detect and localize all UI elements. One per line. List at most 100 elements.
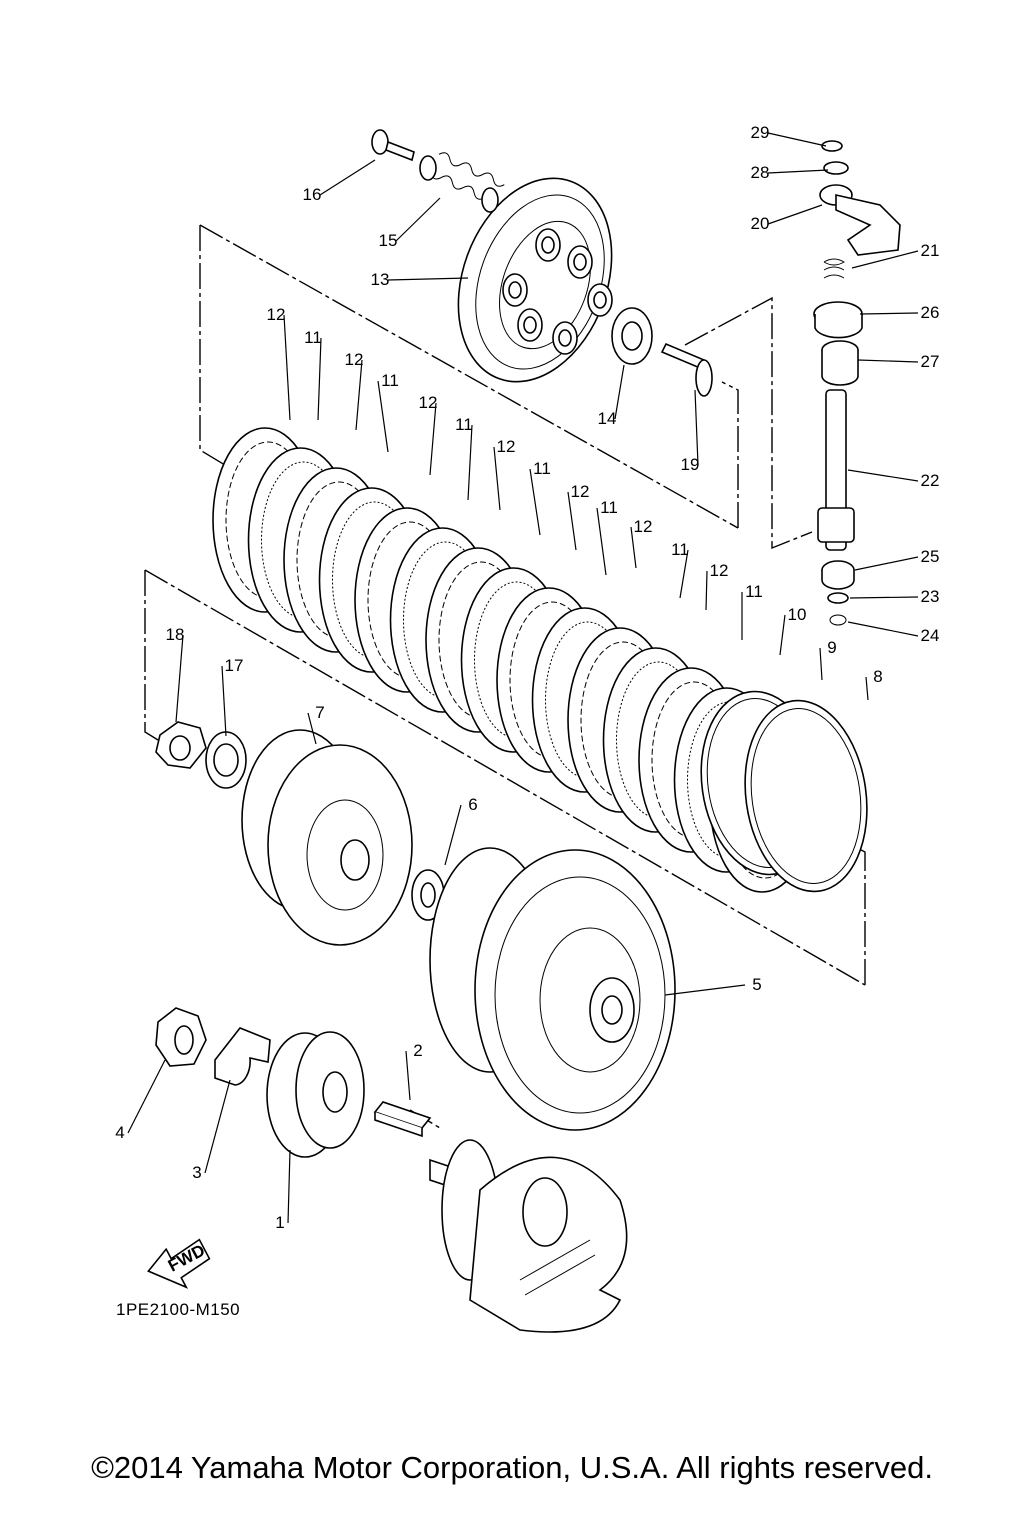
callout-leader-3: [204, 1079, 231, 1174]
callout-number-1: 1: [275, 1213, 284, 1232]
callout-leader-18: [175, 634, 184, 723]
callout-leader-6: [444, 804, 462, 866]
callout-number-9: 9: [827, 638, 836, 657]
callout-number-11: 11: [304, 328, 322, 347]
callout-leader-9: [819, 647, 823, 681]
callout-number-18: 18: [166, 625, 185, 644]
callout-leader-21: [851, 250, 919, 269]
callout-number-11: 11: [745, 582, 763, 601]
callout-number-20: 20: [751, 214, 770, 233]
clutch-boss: [241, 729, 413, 946]
spring-boss-hole: [541, 236, 555, 254]
primary-lock-washer: [214, 1027, 271, 1086]
callout-number-12: 12: [419, 393, 438, 412]
fwd-arrow-icon: FWD: [147, 1238, 211, 1289]
callout-number-16: 16: [303, 185, 322, 204]
callout-number-22: 22: [921, 471, 940, 490]
callout-number-12: 12: [345, 350, 364, 369]
callout-leader-28: [767, 169, 829, 174]
callout-leader-11: [377, 380, 389, 453]
callout-number-14: 14: [598, 409, 617, 428]
callout-number-11: 11: [533, 459, 551, 478]
callout-leader-26: [859, 312, 919, 315]
callout-number-19: 19: [681, 455, 700, 474]
callout-number-11: 11: [381, 371, 399, 390]
callout-number-21: 21: [921, 241, 940, 260]
callout-number-26: 26: [921, 303, 940, 322]
callout-number-11: 11: [455, 415, 473, 434]
callout-leader-17: [221, 665, 227, 737]
callout-leader-8: [865, 676, 869, 701]
callout-number-12: 12: [634, 517, 653, 536]
callout-leader-12: [283, 314, 291, 421]
callout-number-28: 28: [751, 163, 770, 182]
callout-number-27: 27: [921, 352, 940, 371]
callout-leader-24: [847, 621, 919, 637]
callout-leader-14: [614, 364, 625, 420]
callout-leader-1: [287, 1149, 291, 1224]
cushion-rings: [700, 690, 868, 893]
callout-number-6: 6: [468, 795, 477, 814]
pressure-plate: [457, 177, 613, 383]
callout-leader-12: [705, 570, 708, 611]
callout-number-2: 2: [413, 1041, 422, 1060]
callout-leader-11: [317, 337, 322, 421]
callout-leader-19: [694, 389, 699, 466]
callout-number-3: 3: [192, 1163, 201, 1182]
callout-leader-20: [767, 204, 823, 225]
callout-number-11: 11: [671, 540, 689, 559]
lock-washer: [205, 731, 247, 789]
clutch-bolt: [371, 129, 415, 162]
callout-number-11: 11: [600, 498, 618, 517]
callout-number-5: 5: [752, 975, 761, 994]
callout-leader-12: [567, 491, 577, 551]
callout-leader-11: [596, 507, 607, 576]
callout-number-13: 13: [371, 270, 390, 289]
callout-numbers: 1234576891011111111111111121212121212121…: [115, 123, 939, 1232]
spring-boss-hole: [558, 329, 572, 347]
callout-number-12: 12: [710, 561, 729, 580]
callout-leader-22: [847, 469, 919, 482]
callout-number-17: 17: [225, 656, 244, 675]
callout-number-25: 25: [921, 547, 940, 566]
copyright-notice: ©2014 Yamaha Motor Corporation, U.S.A. A…: [91, 1450, 933, 1485]
callout-leader-12: [493, 446, 501, 511]
callout-leader-16: [319, 159, 376, 196]
callout-leader-29: [767, 132, 827, 147]
callout-leader-23: [849, 596, 919, 599]
callout-number-7: 7: [315, 703, 324, 722]
push-lever-assembly: [813, 140, 901, 626]
spring-boss-hole: [508, 281, 522, 299]
spring-boss-hole: [523, 316, 537, 334]
primary-drive-nut: [155, 1007, 207, 1067]
callout-leader-11: [467, 424, 473, 501]
callout-leader-11: [679, 549, 689, 599]
callout-leader-5: [664, 984, 746, 996]
callout-number-29: 29: [751, 123, 770, 142]
callout-number-24: 24: [921, 626, 940, 645]
clutch-boss-nut: [155, 721, 207, 769]
bearing: [611, 307, 653, 365]
straight-key: [373, 1101, 432, 1138]
callout-leader-11: [529, 468, 541, 536]
spring-boss-hole: [593, 291, 607, 309]
pressure-plate-bosses: [502, 228, 613, 355]
callout-leader-4: [127, 1059, 166, 1134]
callout-leader-12: [355, 359, 363, 431]
callout-number-23: 23: [921, 587, 940, 606]
callout-leaders: [127, 132, 919, 1224]
callout-number-15: 15: [379, 231, 398, 250]
callout-leader-10: [779, 614, 786, 656]
callout-leader-12: [429, 402, 437, 476]
callout-leader-7: [307, 712, 317, 745]
callout-number-12: 12: [267, 305, 286, 324]
callout-leader-2: [405, 1050, 411, 1101]
callout-number-10: 10: [788, 605, 807, 624]
primary-drive-gear: [266, 1031, 365, 1158]
callout-leader-15: [395, 197, 441, 242]
clutch-spring: [419, 152, 505, 213]
callout-number-8: 8: [873, 667, 882, 686]
callout-number-12: 12: [571, 482, 590, 501]
spring-boss-hole: [573, 253, 587, 271]
